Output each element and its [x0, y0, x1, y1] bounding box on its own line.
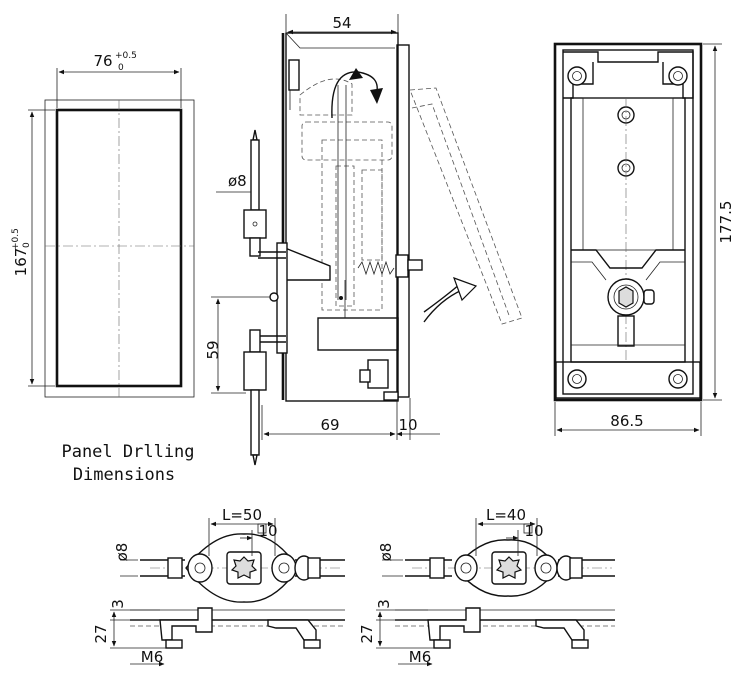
cam-right-star-hole-icon	[495, 556, 523, 579]
side-height-59-label: 59	[204, 340, 222, 359]
cam-left-side-view: 3 27 M6	[92, 599, 345, 667]
front-outer-frame	[553, 42, 703, 402]
side-depth-69-label: 69	[320, 416, 339, 434]
open-handle-phantom	[409, 87, 523, 325]
housing-body	[285, 32, 399, 402]
panel-width-tol-upper: +0.5	[115, 51, 137, 61]
cam-right-top-view: L=40 10 ø8	[377, 506, 615, 597]
cam-assembly-left: L=50 10 ø8 3 27 M6	[92, 506, 345, 667]
cam-left-thickness-label: 3	[109, 599, 127, 609]
screw-top-right-icon	[668, 66, 688, 86]
rotation-arrow-icon	[331, 68, 383, 119]
cam-left-bracket-b	[267, 619, 317, 641]
screw-bottom-right-icon	[668, 369, 688, 389]
cam-right-bracket-a	[427, 607, 481, 641]
side-view: 54 ø8 59 69 10	[204, 14, 523, 466]
front-width-label: 86.5	[610, 412, 643, 430]
cam-right-side-view: 3 27 M6	[358, 599, 615, 667]
side-top-width-label: 54	[332, 14, 351, 32]
cam-assembly-right: L=40 10 ø8 3 27 M6	[358, 506, 615, 667]
open-direction-arrow-icon	[423, 276, 478, 323]
panel-drilling-view: 76 +0.5 0 167 +0.5 0 Panel Drlling Dimen…	[11, 51, 195, 485]
spring	[357, 260, 395, 276]
screw-bottom-left-icon	[567, 369, 587, 389]
cam-left-rod-diameter-label: ø8	[113, 543, 131, 562]
cam-right-length-label: L=40	[486, 506, 526, 524]
front-height-label: 177.5	[717, 201, 735, 244]
cam-left-offset-label: 10	[258, 522, 277, 540]
upper-rod	[243, 129, 286, 259]
bottom-bracket	[555, 361, 701, 399]
front-inner-panel	[570, 97, 686, 363]
panel-width-label: 76	[93, 52, 112, 70]
cam-left-star-hole-icon	[230, 556, 258, 579]
panel-width-tol-lower: 0	[118, 63, 124, 73]
side-rod-diameter-label: ø8	[228, 172, 247, 190]
cam-left-length-label: L=50	[222, 506, 262, 524]
cam-left-bracket-a	[159, 607, 213, 641]
panel-height-tol-upper: +0.5	[11, 228, 21, 250]
lower-rod	[243, 329, 286, 466]
panel-caption-line1: Panel Drlling	[61, 442, 194, 462]
front-view: 177.5 86.5	[553, 42, 735, 436]
panel-caption-line2: Dimensions	[73, 465, 175, 485]
cam-right-height-label: 27	[358, 624, 376, 643]
handle-block	[284, 246, 331, 281]
cam-right-offset-label: 10	[524, 522, 543, 540]
screw-top-left-icon	[567, 66, 587, 86]
cam-right-bracket-b	[535, 619, 585, 641]
cam-left-thread-label: M6	[141, 648, 164, 666]
cam-left-top-view: L=50 10 ø8	[113, 506, 345, 603]
cam-right-rod-diameter-label: ø8	[377, 543, 395, 562]
cam-left-height-label: 27	[92, 624, 110, 643]
cam-right-thickness-label: 3	[375, 599, 393, 609]
side-depth-10-label: 10	[398, 416, 417, 434]
panel-height-label: 167	[12, 248, 30, 277]
side-view-hidden-parts	[299, 78, 393, 311]
front-flange	[396, 44, 410, 398]
cam-right-thread-label: M6	[409, 648, 432, 666]
panel-height-tol-lower: 0	[22, 242, 32, 248]
panel-outer-outline	[44, 99, 195, 398]
